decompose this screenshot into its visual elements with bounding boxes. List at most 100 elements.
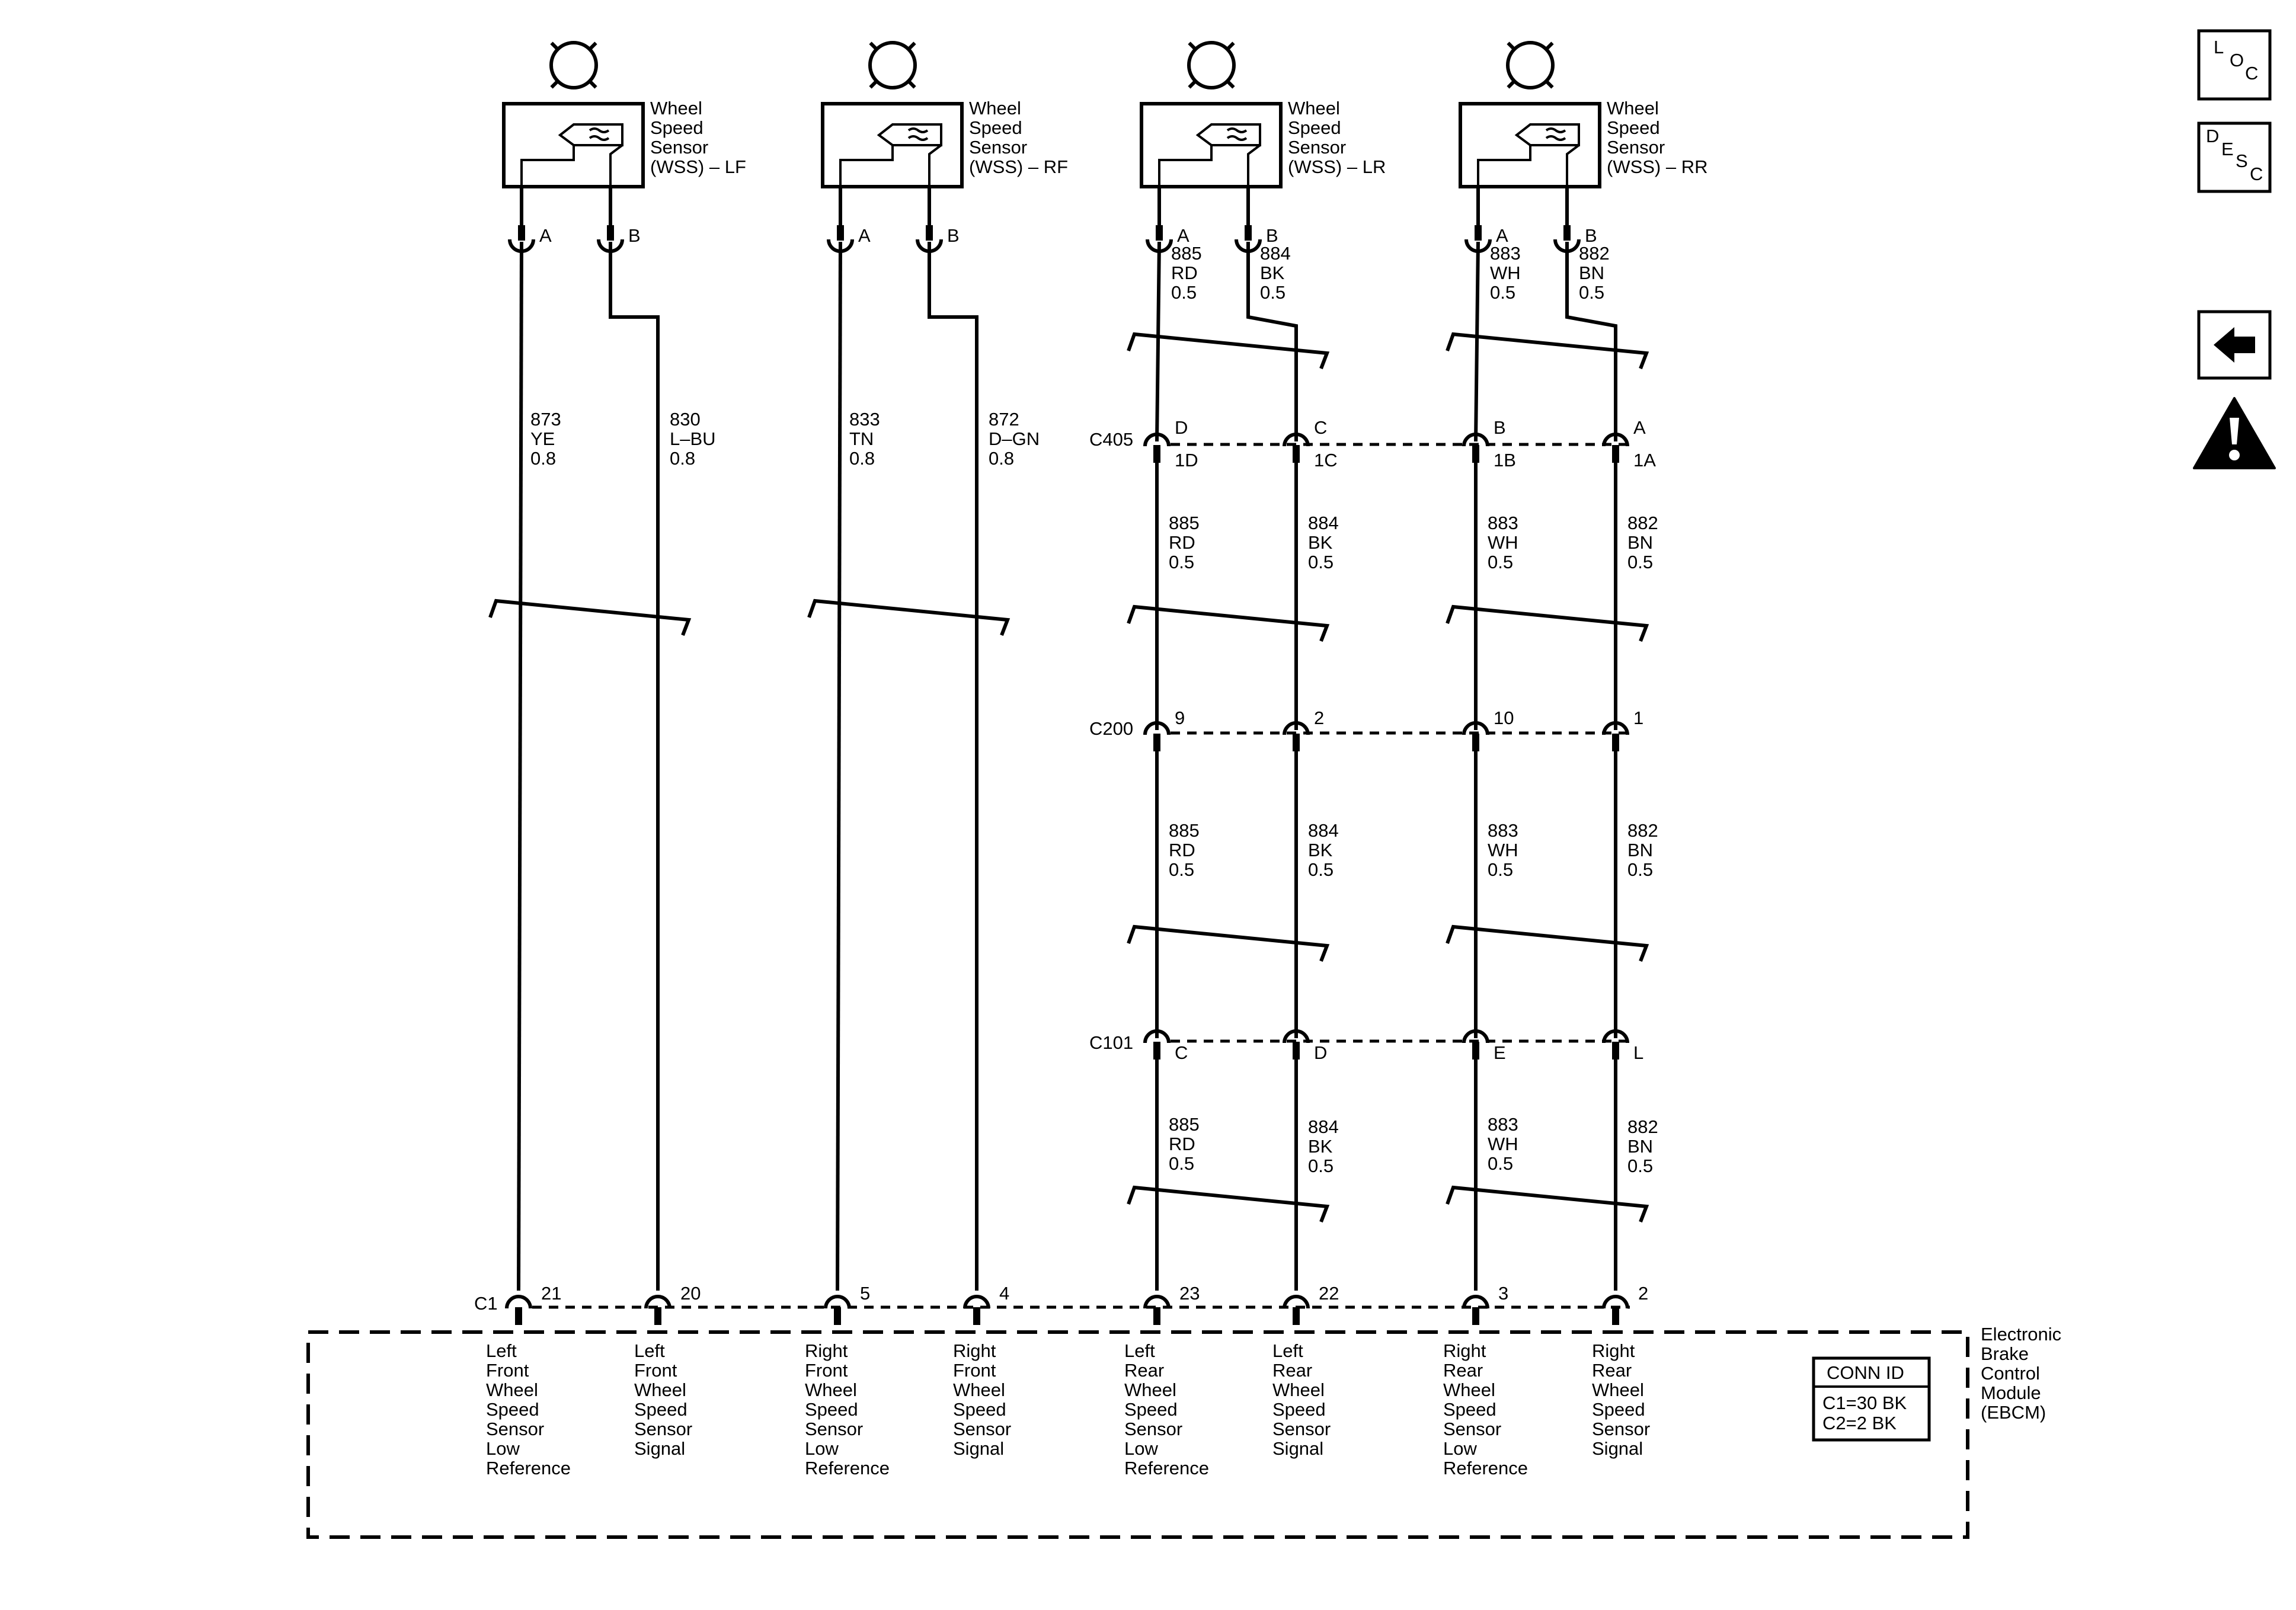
sensor-symbol (1545, 127, 1566, 141)
sensor-title: (WSS) – RR (1607, 156, 1708, 177)
wire-label: BN (1627, 532, 1653, 553)
terminal-pin (515, 1307, 522, 1325)
wire-break-symbol (1127, 1185, 1330, 1223)
wire-label: RD (1171, 263, 1198, 283)
terminal-pin (1472, 445, 1479, 463)
conn-id-title: CONN ID (1827, 1362, 1904, 1383)
wire-label: 0.5 (1627, 1156, 1653, 1176)
inline-connector (1283, 1295, 1310, 1309)
wire-lr-b (1246, 242, 1298, 441)
wire-break-symbol (1446, 604, 1649, 642)
sensor-lead (609, 144, 623, 187)
ecm-function-label: Sensor (805, 1419, 863, 1439)
ecm-pin-label: 5 (860, 1283, 870, 1304)
wire-break-symbol (1446, 924, 1649, 962)
wire-lr-a (1155, 241, 1161, 442)
ecm-pin-label: 22 (1319, 1283, 1339, 1304)
wire-label: BN (1627, 1136, 1653, 1157)
inline-connector (1602, 1295, 1629, 1309)
sensor-title: (WSS) – LR (1288, 156, 1386, 177)
ecm-pin-label: 2 (1638, 1283, 1648, 1304)
sensor-lead (1158, 145, 1213, 187)
wire-label: 883 (1488, 820, 1518, 841)
terminal-pin (518, 225, 525, 241)
terminal-pin (654, 1307, 661, 1325)
wire-label: 884 (1308, 820, 1339, 841)
sensor-symbol (589, 127, 610, 141)
wheel-icon (549, 41, 598, 89)
desc-icon-frame (2197, 121, 2272, 193)
ecm-function-label: Low (805, 1438, 839, 1459)
wheel-icon (1544, 41, 1554, 52)
inline-connector (1143, 721, 1171, 735)
wire-label: 0.5 (1488, 859, 1513, 880)
ecm-function-label: Speed (1272, 1399, 1326, 1420)
wheel-icon (1187, 41, 1236, 89)
sensor-title: Sensor (650, 137, 708, 158)
wire-label: 0.5 (1260, 282, 1285, 303)
wire-label: 0.5 (1308, 859, 1334, 880)
wire-label: 0.5 (1169, 859, 1194, 880)
wheel-icon (587, 41, 597, 52)
pin-label: C (1314, 417, 1327, 438)
sensor-symbol (558, 123, 623, 146)
ecm-function-label: Front (634, 1360, 677, 1381)
warning-icon[interactable] (2193, 397, 2276, 469)
sensor-title: Wheel (1607, 98, 1659, 119)
wire-label: 885 (1171, 243, 1202, 264)
pin-label: 1D (1175, 450, 1198, 470)
wire-label: BK (1308, 532, 1333, 553)
inline-connector (1462, 433, 1489, 447)
pin-label: L (1633, 1042, 1643, 1063)
sensor-lead (1477, 145, 1531, 187)
wire-label: WH (1488, 1134, 1518, 1154)
ecm-function-label: Wheel (486, 1379, 538, 1400)
wire-label: 884 (1308, 513, 1339, 533)
sensor-title: (WSS) – LF (650, 156, 746, 177)
wire-label: BK (1308, 1136, 1333, 1157)
ecm-function-label: Speed (953, 1399, 1006, 1420)
ebcm-module-name: Electronic (1981, 1324, 2061, 1345)
wheel-icon (1506, 41, 1555, 89)
wheel-icon (550, 41, 560, 52)
ecm-function-label: Right (1592, 1340, 1635, 1361)
terminal-pin (1472, 1042, 1479, 1060)
sensor-lead (928, 144, 942, 187)
connector-label-c1: C1 (474, 1293, 498, 1314)
ecm-function-label: Signal (953, 1438, 1004, 1459)
pin-label: 2 (1314, 708, 1324, 728)
pin-label: 10 (1494, 708, 1514, 728)
wire-label: 884 (1308, 1116, 1339, 1137)
wire-label: BK (1308, 840, 1333, 860)
wire-rf-b (928, 242, 978, 1291)
ecm-function-label: Low (486, 1438, 520, 1459)
wheel-icon (1225, 79, 1235, 89)
desc-icon-letter: E (2221, 139, 2234, 159)
pin-label: B (947, 225, 960, 246)
loc-icon[interactable]: LOC (2197, 29, 2272, 101)
sensor-title: Wheel (650, 98, 702, 119)
inline-connector (824, 1295, 851, 1309)
ecm-function-label: Speed (486, 1399, 539, 1420)
inline-connector (963, 1295, 990, 1309)
wire-label: 0.5 (1171, 282, 1197, 303)
wire-rr-b (1565, 242, 1617, 441)
terminal-pin (1612, 445, 1619, 463)
wire-label: RD (1169, 532, 1195, 553)
wire-label: 885 (1169, 513, 1200, 533)
ecm-function-label: Left (1272, 1340, 1303, 1361)
wire-label: 872 (989, 409, 1019, 430)
terminal-pin (1293, 445, 1300, 463)
terminal-pin (973, 1307, 980, 1325)
pin-label: C (1175, 1042, 1188, 1063)
ecm-function-label: Wheel (805, 1379, 857, 1400)
wire-label: 884 (1260, 243, 1291, 264)
wire-label: 0.5 (1488, 1153, 1513, 1174)
left-arrow-icon[interactable] (2197, 310, 2272, 380)
wire-label: 882 (1627, 1116, 1658, 1137)
wire-label: 883 (1488, 1114, 1518, 1135)
ecm-function-label: Reference (805, 1458, 890, 1478)
wire-label: WH (1490, 263, 1521, 283)
wire-break-symbol (1127, 924, 1330, 962)
